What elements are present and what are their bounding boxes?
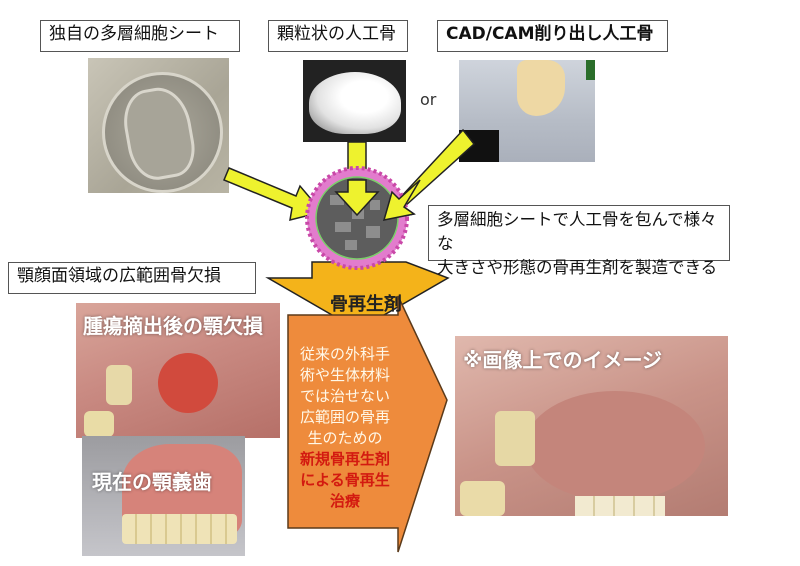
granular-bone-photo bbox=[303, 60, 406, 142]
cell-sheet-label: 独自の多層細胞シート bbox=[40, 20, 240, 52]
prosthesis-photo bbox=[82, 436, 245, 556]
granular-bone-label: 顆粒状の人工骨 bbox=[268, 20, 408, 52]
text-line: では治せない bbox=[299, 387, 390, 405]
description-line-2: 大きさや形態の骨再生剤を製造できる bbox=[437, 258, 718, 277]
orange-right-arrow bbox=[287, 295, 448, 553]
tumor-defect-photo bbox=[76, 303, 280, 438]
cadcam-bone-photo bbox=[459, 60, 595, 162]
tumor-defect-caption: 腫瘍摘出後の顎欠損 bbox=[83, 314, 263, 338]
result-image-caption: ※画像上でのイメージ bbox=[463, 348, 663, 372]
or-text: or bbox=[420, 90, 437, 109]
highlight-line: 新規骨再生剤 bbox=[299, 450, 390, 468]
bone-regen-label: 骨再生剤 bbox=[330, 294, 402, 315]
text-line: 術や生体材料 bbox=[299, 366, 390, 384]
cadcam-bone-label: CAD/CAM削り出し人工骨 bbox=[437, 20, 668, 52]
result-image-photo bbox=[455, 336, 728, 516]
highlight-line: 治療 bbox=[329, 492, 360, 510]
prosthesis-caption: 現在の顎義歯 bbox=[92, 470, 212, 494]
text-line: 生のための bbox=[307, 429, 383, 447]
description-line-1: 多層細胞シートで人工骨を包んで様々な bbox=[437, 210, 717, 253]
text-line: 従来の外科手 bbox=[299, 345, 390, 363]
highlight-line: による骨再生 bbox=[300, 471, 390, 489]
cell-sheet-photo bbox=[88, 58, 229, 193]
orange-arrow-text: 従来の外科手 術や生体材料 では治せない 広範囲の骨再 生のための 新規骨再生剤… bbox=[292, 344, 398, 512]
description-box: 多層細胞シートで人工骨を包んで様々な 大きさや形態の骨再生剤を製造できる bbox=[428, 205, 730, 277]
defect-label: 顎顔面領域の広範囲骨欠損 bbox=[8, 262, 256, 294]
text-line: 広範囲の骨再 bbox=[299, 408, 390, 426]
